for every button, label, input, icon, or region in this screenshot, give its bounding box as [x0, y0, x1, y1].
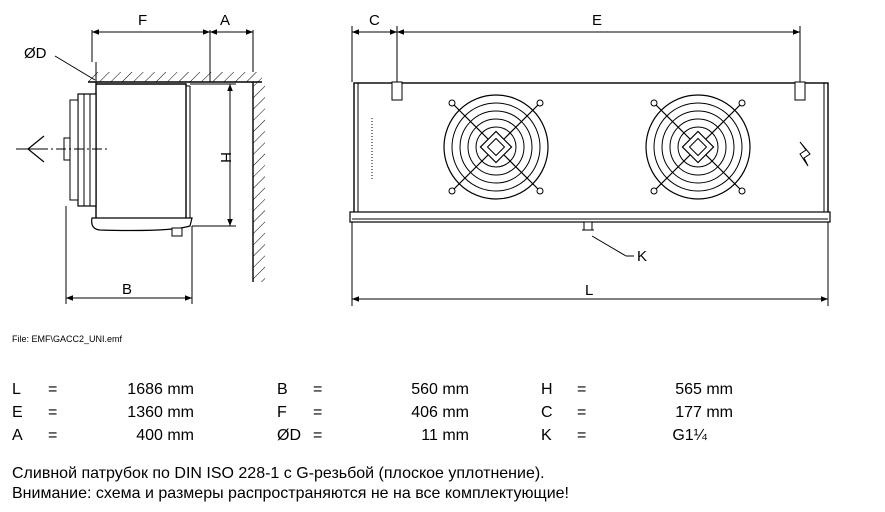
side-view: ØD F A H B: [16, 12, 265, 304]
dims-col-1: L=1686 mm E=1360 mm A=400 mm: [12, 378, 194, 447]
label-c: C: [369, 12, 380, 29]
front-view: C E K L: [349, 12, 831, 306]
dim-row: C=177 mm: [541, 404, 733, 421]
label-k: K: [637, 248, 647, 265]
note-line-1: Сливной патрубок по DIN ISO 228-1 с G-ре…: [12, 465, 545, 482]
dims-col-2: B=560 mm F=406 mm ØD=11 mm: [277, 378, 469, 447]
dims-col-3: H=565 mm C=177 mm K=G1¼: [541, 378, 733, 447]
dim-row: K=G1¼: [541, 427, 707, 444]
technical-drawing: ØD F A H B: [16, 12, 831, 306]
label-diameter: ØD: [24, 45, 47, 62]
dim-row: B=560 mm: [277, 381, 469, 398]
dim-row: A=400 mm: [12, 427, 194, 444]
dim-row: F=406 mm: [277, 404, 469, 421]
label-e: E: [592, 12, 602, 29]
label-f: F: [138, 12, 147, 29]
label-l: L: [585, 282, 593, 299]
label-a: A: [220, 12, 230, 29]
dim-row: L=1686 mm: [12, 381, 194, 398]
dim-row: ØD=11 mm: [277, 427, 469, 444]
dim-row: E=1360 mm: [12, 404, 194, 421]
notes: Сливной патрубок по DIN ISO 228-1 с G-ре…: [12, 464, 569, 504]
file-reference: File: EMF\GACC2_UNI.emf: [12, 334, 123, 344]
dim-row: H=565 mm: [541, 381, 733, 398]
label-b: B: [122, 281, 132, 298]
note-line-2: Внимание: схема и размеры распространяют…: [12, 485, 569, 502]
label-h: H: [217, 152, 234, 163]
